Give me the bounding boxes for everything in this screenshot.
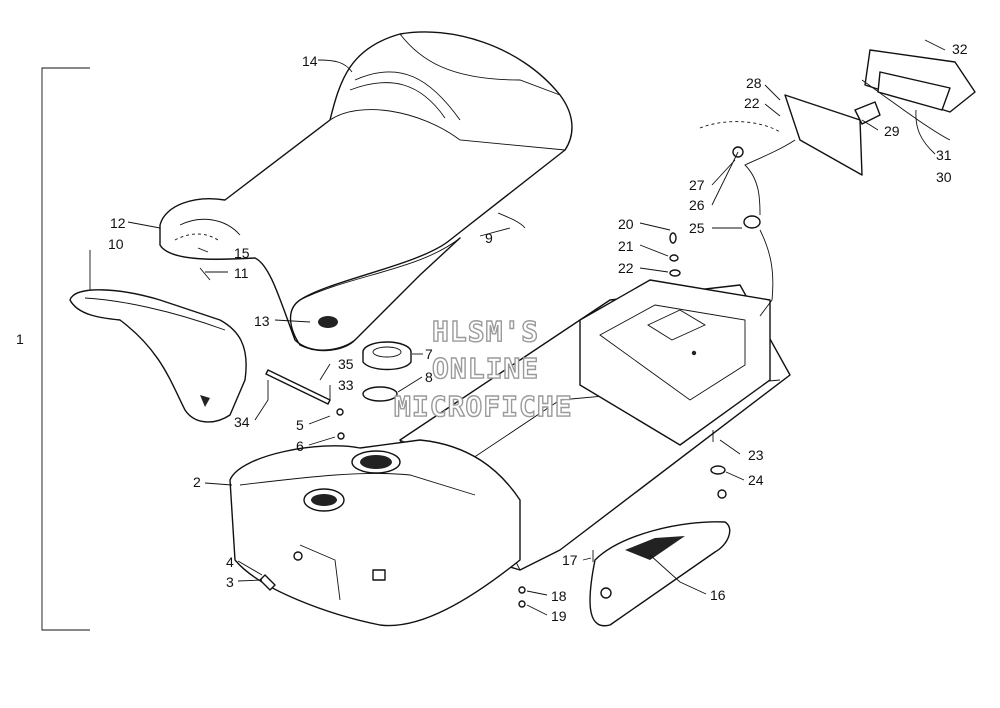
callouts: 2 3 4 5 6 7 8 9 10 11 12 13 14 15 16 17 … [108, 41, 968, 624]
callout-26: 26 [689, 197, 705, 213]
callout-14: 14 [302, 53, 318, 69]
callout-19: 19 [551, 608, 567, 624]
seat[interactable] [159, 31, 573, 352]
callout-34: 34 [234, 414, 250, 430]
hardware [199, 212, 727, 608]
callout-13: 13 [254, 313, 270, 329]
callout-2: 2 [193, 474, 201, 490]
callout-leaders [89, 39, 946, 616]
callout-29: 29 [884, 123, 900, 139]
watermark-line-3: MICROFICHE [394, 390, 573, 423]
seat-latch-hole [318, 316, 338, 328]
taillight-assembly[interactable] [699, 49, 976, 317]
callout-25: 25 [689, 220, 705, 236]
callout-24: 24 [748, 472, 764, 488]
watermark: HLSM'S ONLINE MICROFICHE [393, 314, 573, 423]
callout-6: 6 [296, 438, 304, 454]
callout-11: 11 [234, 265, 249, 281]
callout-7: 7 [425, 346, 433, 362]
callout-8: 8 [425, 369, 433, 385]
callout-4: 4 [226, 554, 234, 570]
rear-trim-panel[interactable] [589, 521, 731, 627]
callout-9: 9 [485, 230, 493, 246]
callout-21: 21 [618, 238, 634, 254]
assembly-label: 1 [16, 331, 24, 347]
callout-3: 3 [226, 574, 234, 590]
callout-18: 18 [551, 588, 567, 604]
callout-17: 17 [562, 552, 578, 568]
fuel-tank[interactable] [229, 439, 521, 627]
rear-storage-box [579, 279, 771, 446]
callout-10: 10 [108, 236, 124, 252]
fuel-cap-gasket [362, 386, 398, 402]
front-seat-trim[interactable] [69, 289, 247, 423]
callout-15: 15 [234, 245, 250, 261]
callout-33: 33 [338, 377, 354, 393]
callout-30: 30 [936, 169, 952, 185]
callout-28: 28 [746, 75, 762, 91]
callout-12: 12 [110, 215, 126, 231]
callout-31: 31 [936, 147, 952, 163]
callout-22-lower: 22 [618, 260, 634, 276]
watermark-line-1: HLSM'S [432, 315, 539, 348]
callout-27: 27 [689, 177, 705, 193]
callout-35: 35 [338, 356, 354, 372]
callout-20: 20 [618, 216, 634, 232]
callout-5: 5 [296, 417, 304, 433]
callout-32: 32 [952, 41, 968, 57]
fuel-cap[interactable] [362, 341, 412, 371]
assembly-bracket: 1 [16, 67, 90, 631]
callout-22-upper: 22 [744, 95, 760, 111]
watermark-line-2: ONLINE [432, 352, 539, 385]
callout-23: 23 [748, 447, 764, 463]
callout-16: 16 [710, 587, 726, 603]
